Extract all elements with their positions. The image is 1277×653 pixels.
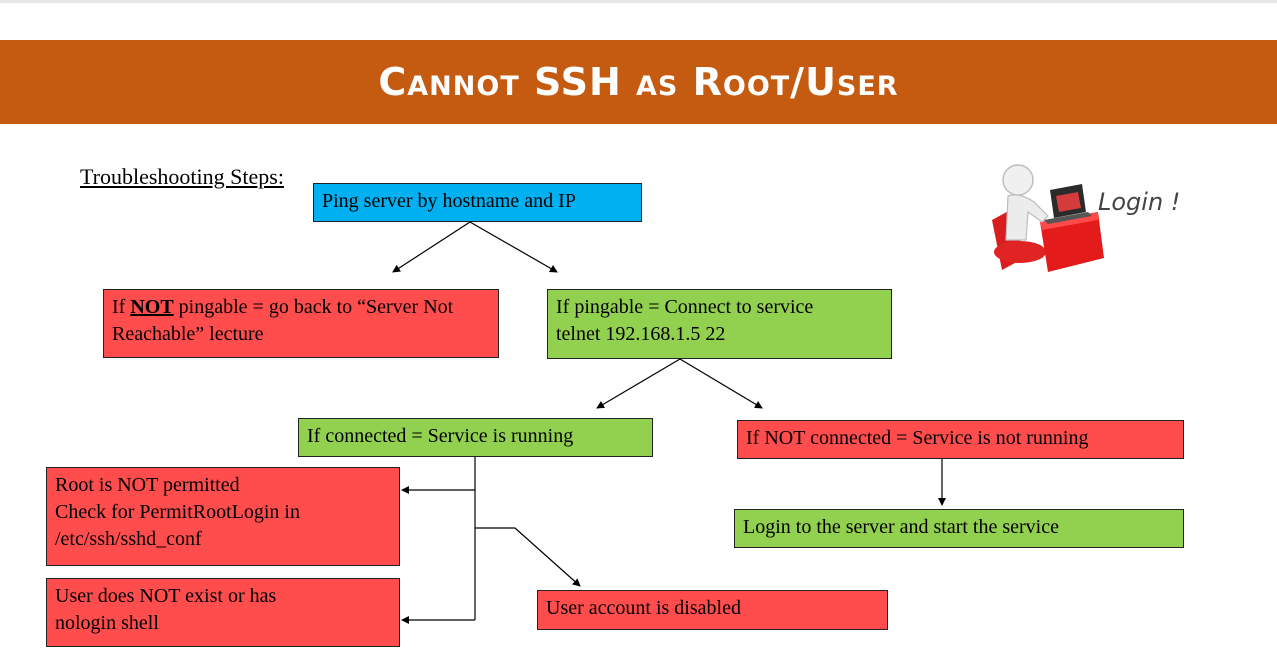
node-pingable-line1: If pingable = Connect to service <box>556 296 814 318</box>
node-user-not-exist: User does NOT exist or has nologin shell <box>46 578 400 647</box>
node-not-connected: If NOT connected = Service is not runnin… <box>737 420 1184 459</box>
node-connected: If connected = Service is running <box>298 418 653 457</box>
node-root-line1: Root is NOT permitted <box>55 474 240 496</box>
node-not-pingable-suffix: pingable = go back to “Server Not Reacha… <box>112 296 454 345</box>
arrow-ping-to-not-pingable <box>392 221 471 273</box>
node-not-connected-text: If NOT connected = Service is not runnin… <box>746 427 1089 449</box>
node-user-line2: nologin shell <box>55 612 159 634</box>
arrow-pingable-to-connected <box>596 358 681 409</box>
node-account-disabled: User account is disabled <box>537 590 888 630</box>
node-pingable: If pingable = Connect to service telnet … <box>547 289 892 359</box>
chair-seat <box>994 241 1046 263</box>
arrow-to-account-disabled <box>475 527 581 587</box>
node-connected-text: If connected = Service is running <box>307 425 574 447</box>
title-banner: Cannot SSH as Root/User <box>0 40 1277 124</box>
node-not-pingable-emphasis: NOT <box>130 296 174 318</box>
top-rule <box>0 0 1277 3</box>
login-illustration: Login ! <box>992 164 1180 272</box>
node-account-disabled-text: User account is disabled <box>546 597 741 619</box>
node-root-line2: Check for PermitRootLogin in <box>55 501 300 523</box>
node-user-line1: User does NOT exist or has <box>55 585 277 607</box>
arrow-ping-to-pingable <box>469 221 558 273</box>
arrow-pingable-to-not-connected <box>679 358 763 409</box>
illustration-text: Login ! <box>1098 188 1180 216</box>
node-login-start-text: Login to the server and start the servic… <box>743 516 1059 538</box>
node-not-pingable: If NOT pingable = go back to “Server Not… <box>103 289 499 358</box>
node-login-start: Login to the server and start the servic… <box>734 509 1184 548</box>
node-root-not-permitted: Root is NOT permitted Check for PermitRo… <box>46 467 400 566</box>
node-pingable-line2: telnet 192.168.1.5 22 <box>556 323 726 345</box>
page-title: Cannot SSH as Root/User <box>378 60 899 104</box>
node-ping-server: Ping server by hostname and IP <box>313 183 642 222</box>
figure-head <box>1002 164 1034 196</box>
node-root-line3: /etc/ssh/sshd_conf <box>55 528 202 550</box>
node-ping-server-text: Ping server by hostname and IP <box>322 190 576 212</box>
section-heading: Troubleshooting Steps: <box>80 164 284 189</box>
node-not-pingable-prefix: If <box>112 296 131 318</box>
figure-body <box>1005 194 1049 241</box>
